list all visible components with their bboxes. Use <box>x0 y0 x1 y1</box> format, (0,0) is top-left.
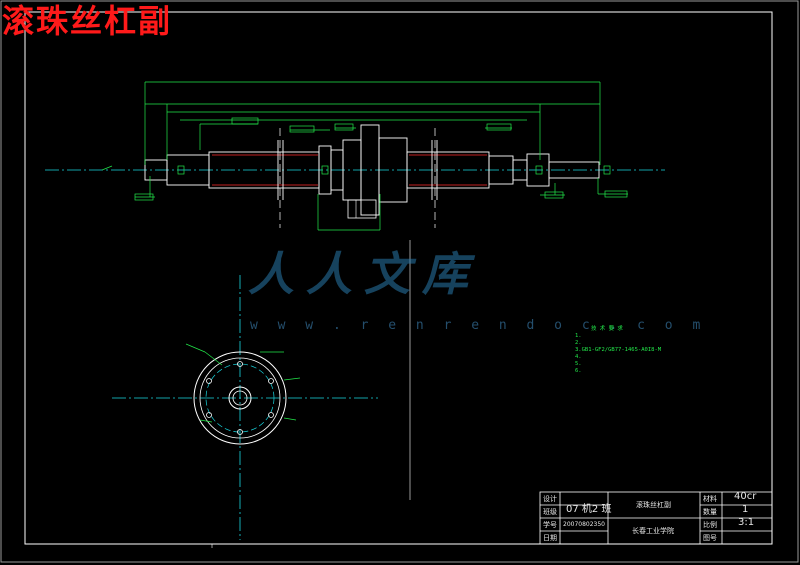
tb-part-name: 滚珠丝杠副 <box>636 501 671 509</box>
tech-note-3: 3.GB1-GF2/GB77-1465-A0I8-M <box>575 347 662 353</box>
tb-qty-value: 1 <box>742 504 749 515</box>
tech-notes-heading: 技 术 要 求 <box>591 326 623 332</box>
tb-id-label: 学号 <box>543 521 557 529</box>
title-block-grid <box>539 491 773 545</box>
tb-material-value: 40cr <box>734 491 757 502</box>
tb-qty-label: 数量 <box>703 508 717 516</box>
tech-note-5: 5. <box>575 361 582 367</box>
tb-class-value: 07 机2 班 <box>566 504 612 515</box>
tech-note-2: 2. <box>575 340 582 346</box>
tb-unit: 长春工业学院 <box>632 527 674 535</box>
tb-date-label: 日期 <box>543 534 557 542</box>
shaft-front-view <box>45 124 665 228</box>
technical-requirements: 技 术 要 求 1. 2. 3.GB1-GF2/GB77-1465-A0I8-M… <box>575 326 661 375</box>
tb-scale-value: 3:1 <box>738 517 755 528</box>
tech-note-1: 1. <box>575 333 582 339</box>
tb-scale-label: 比例 <box>703 521 717 529</box>
drawing-title: 滚珠丝杠副 <box>2 2 173 40</box>
tech-note-4: 4. <box>575 354 582 360</box>
inner-frame <box>24 11 773 545</box>
tech-note-6: 6. <box>575 368 582 374</box>
tb-material-label: 材料 <box>703 495 717 503</box>
tb-class-label: 班级 <box>543 508 557 516</box>
section-view <box>112 275 378 540</box>
watermark-chinese: 人人文库 <box>248 247 480 301</box>
tb-id-value: 20070802350 <box>563 521 605 528</box>
tb-designer-label: 设计 <box>543 495 557 503</box>
watermark-url: w w w . r e n r e n d o c . c o m <box>250 318 707 333</box>
dimension-lines <box>101 81 628 231</box>
tb-drawing-no-label: 图号 <box>703 534 717 542</box>
